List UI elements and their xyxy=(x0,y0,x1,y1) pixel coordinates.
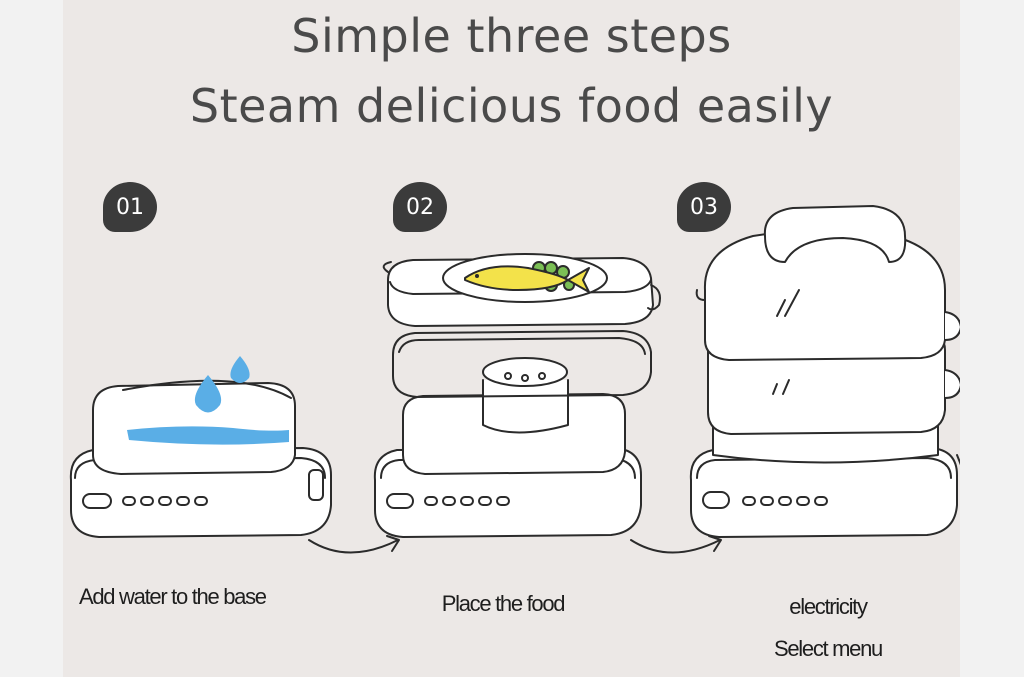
arrow-icon xyxy=(630,539,721,554)
steamer-illustration xyxy=(69,205,960,554)
heading-line-1: Simple three steps xyxy=(291,9,732,63)
step-2-steam-tray xyxy=(392,330,652,434)
arrow-icon xyxy=(308,539,399,554)
step-3-caption-line-1: electricity xyxy=(789,594,868,619)
step-3-badge: 03 xyxy=(677,182,731,232)
step-1-badge: 01 xyxy=(103,182,157,232)
water-drop-icon xyxy=(230,356,250,383)
fish-icon xyxy=(464,261,590,293)
step-2-base xyxy=(373,393,642,538)
water-drop-icon xyxy=(194,375,222,413)
step-1-base xyxy=(69,379,332,538)
step-3-caption-line-2: Select menu xyxy=(774,636,883,661)
step-1-caption: Add water to the base xyxy=(79,584,267,609)
step-2-caption: Place the food xyxy=(441,591,566,616)
step-2-badge: 02 xyxy=(393,182,447,232)
instruction-panel: Simple three steps Steam delicious food … xyxy=(63,0,960,677)
steamer-icon xyxy=(689,205,960,538)
heading-line-2: Steam delicious food easily xyxy=(189,79,834,133)
water-surface xyxy=(127,426,289,445)
